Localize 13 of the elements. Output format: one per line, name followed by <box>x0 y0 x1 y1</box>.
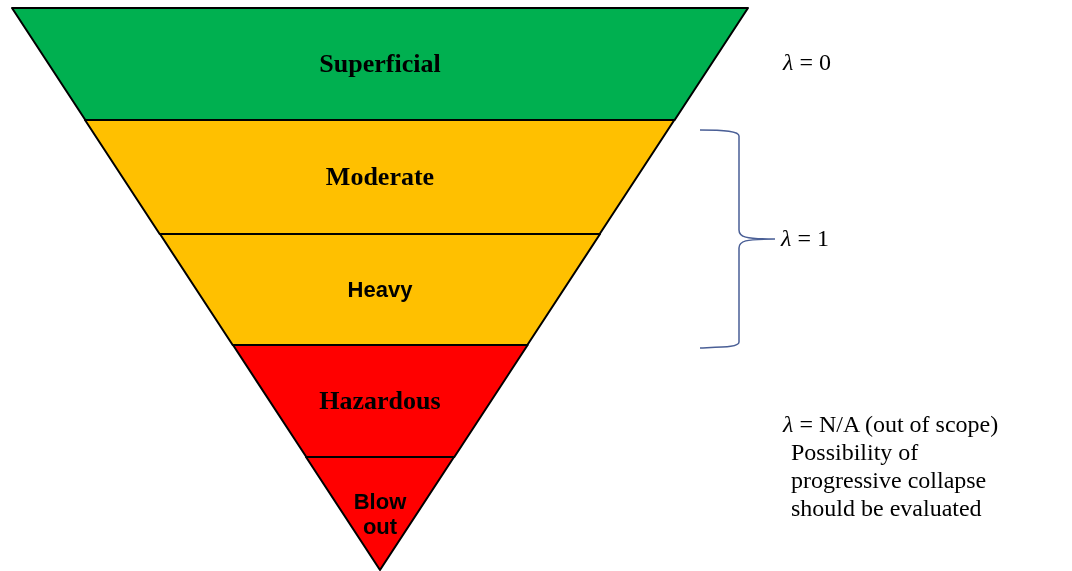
band-label: Moderate <box>324 162 436 192</box>
funnel-band <box>12 8 748 120</box>
band-label: Superficial <box>318 49 442 79</box>
lambda-value: λ = 0 <box>783 48 832 76</box>
funnel-band <box>85 120 675 234</box>
band-label: Heavy <box>346 276 414 303</box>
note-text: Possibility of progressive collapse should be evaluated <box>791 438 988 522</box>
lambda-value: λ = 1 <box>781 224 830 252</box>
funnel-band <box>232 345 528 457</box>
band-label: Hazardous <box>318 386 442 416</box>
lambda-value: λ = N/A (out of scope) <box>783 410 1000 438</box>
band-label: Blow out <box>352 488 408 539</box>
funnel-band <box>160 234 600 345</box>
